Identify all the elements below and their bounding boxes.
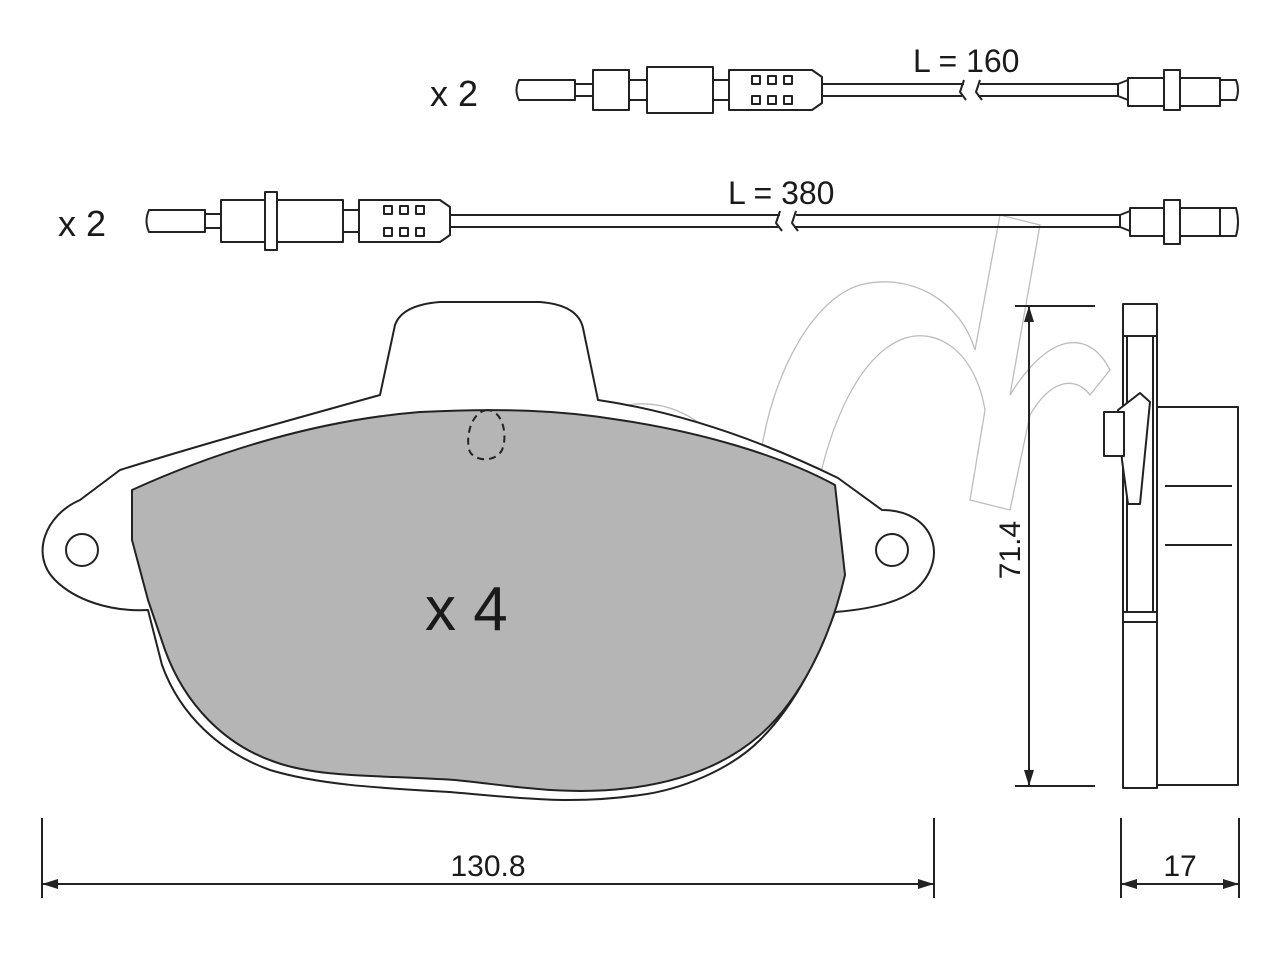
wear-sensor-short	[515, 66, 1239, 114]
width-dimension	[41, 818, 935, 898]
sensor-long-length: L = 380	[728, 175, 834, 211]
backing-plate-side	[1122, 303, 1158, 789]
sensor-long-count-label: x 2	[58, 203, 106, 244]
pad-count-label: x 4	[425, 575, 508, 644]
width-dimension-label: 130.8	[450, 850, 525, 883]
mounting-hole-left	[65, 533, 99, 567]
thickness-dimension-label: 17	[1163, 850, 1196, 883]
anti-rattle-clip	[1117, 392, 1151, 505]
wear-sensor-long	[145, 191, 1239, 251]
sensor-slot	[467, 408, 506, 461]
height-dimension	[1015, 305, 1095, 787]
thickness-dimension	[1120, 818, 1240, 898]
brake-pad-side-view	[1103, 303, 1239, 789]
sensor-short-length: L = 160	[913, 43, 1019, 79]
friction-material	[131, 409, 846, 792]
brake-pad-front-view	[41, 301, 935, 802]
height-dimension-label: 71.4	[994, 521, 1027, 579]
friction-material-side	[1156, 406, 1239, 786]
mounting-hole-right	[875, 533, 909, 567]
sensor-short-count-label: x 2	[430, 73, 478, 114]
